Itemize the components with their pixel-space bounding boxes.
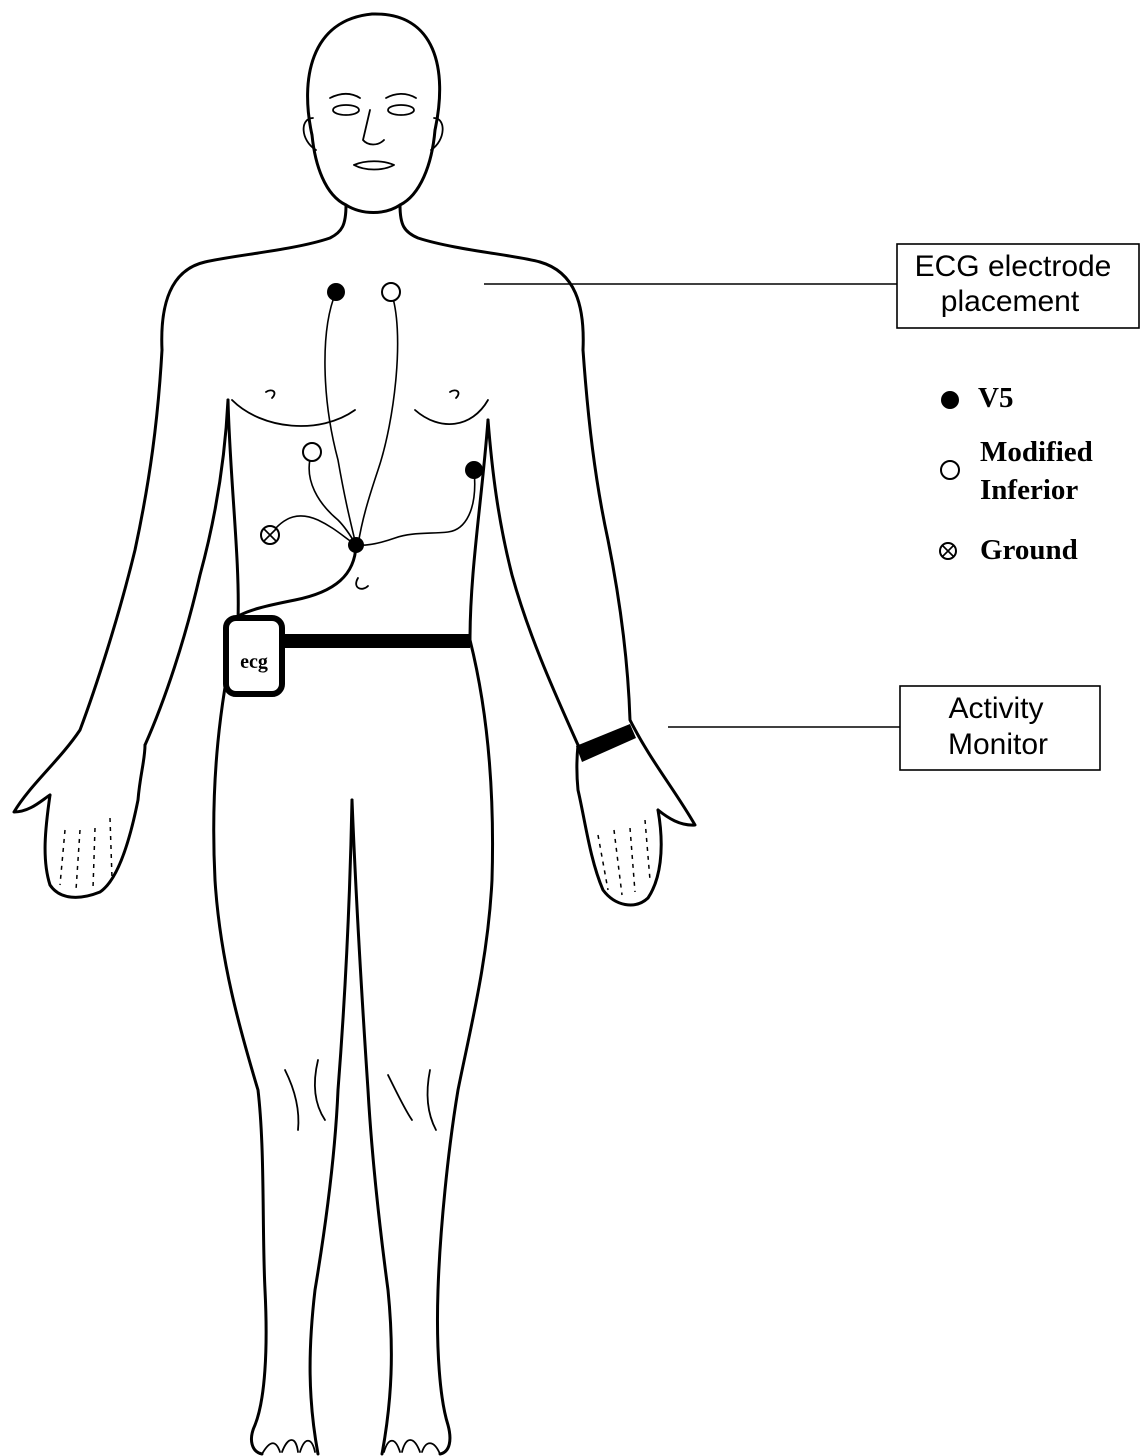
left-leg-inner — [310, 800, 352, 1454]
callout-ecg-line2: placement — [941, 285, 1080, 318]
open-circle-icon — [941, 461, 959, 479]
legend-v5-label: V5 — [978, 382, 1013, 414]
left-arm-inner — [145, 400, 228, 745]
right-knee-mark-2 — [428, 1070, 436, 1130]
electrode-ground — [261, 526, 279, 544]
electrode-v5-lower — [465, 461, 483, 479]
right-nipple — [450, 390, 458, 398]
left-neck-shoulder — [162, 205, 346, 350]
right-leg-outer — [437, 640, 492, 1454]
left-eyebrow — [330, 94, 360, 98]
callout-activity-line2: Monitor — [948, 728, 1048, 761]
torso-left — [228, 400, 238, 620]
right-eye — [388, 105, 414, 115]
left-knee-mark-2 — [315, 1060, 325, 1120]
human-figure — [14, 14, 695, 1454]
left-arm-outer — [14, 350, 162, 812]
lead-modified-upper — [358, 292, 398, 545]
electrode-leads — [232, 292, 475, 620]
legend: V5 Modified Inferior Ground — [940, 382, 1093, 566]
electrode-v5-upper — [327, 283, 345, 301]
legend-modified-line2: Inferior — [980, 474, 1078, 506]
recorder-label: ecg — [240, 651, 268, 673]
torso-right — [470, 420, 488, 640]
electrode-modified-inferior-lower — [303, 443, 321, 461]
filled-circle-icon — [941, 391, 959, 409]
legend-ground-label: Ground — [980, 534, 1078, 566]
right-neck-shoulder — [400, 205, 583, 350]
lead-modified-lower — [309, 452, 356, 545]
left-hand — [45, 745, 145, 897]
nose — [363, 110, 384, 145]
right-hand-creases — [598, 820, 650, 895]
right-toes — [384, 1440, 440, 1454]
right-arm-inner — [488, 420, 578, 745]
belt-strap — [280, 634, 470, 648]
left-pectoral — [232, 400, 355, 426]
lead-ground — [270, 516, 356, 545]
ecg-recorder: ecg — [226, 618, 470, 694]
left-leg-outer — [214, 620, 266, 1454]
right-pectoral — [415, 400, 488, 424]
left-eye — [333, 105, 359, 115]
lead-junction — [348, 537, 364, 553]
crossed-circle-icon — [940, 543, 956, 559]
left-hand-creases — [60, 818, 112, 890]
legend-modified-line1: Modified — [980, 436, 1093, 468]
callout-activity-monitor: Activity Monitor — [668, 686, 1100, 770]
right-leg-inner — [352, 800, 391, 1454]
left-toes — [262, 1440, 315, 1454]
left-knee-mark — [285, 1070, 298, 1130]
activity-monitor-band — [576, 724, 636, 762]
device-cable — [232, 545, 356, 620]
right-eyebrow — [386, 94, 416, 98]
mouth — [354, 161, 394, 169]
head-outline — [308, 14, 440, 213]
callout-activity-line1: Activity — [948, 692, 1043, 725]
right-hand — [577, 745, 661, 905]
navel — [356, 578, 368, 589]
left-nipple — [266, 390, 274, 398]
callout-ecg-line1: ECG electrode — [915, 250, 1112, 283]
right-knee-mark — [388, 1075, 412, 1120]
legend-item-v5: V5 — [941, 382, 1013, 414]
legend-item-ground: Ground — [940, 534, 1078, 566]
electrode-modified-inferior-upper — [382, 283, 400, 301]
legend-item-modified-inferior: Modified Inferior — [941, 436, 1093, 506]
electrodes — [261, 283, 483, 553]
